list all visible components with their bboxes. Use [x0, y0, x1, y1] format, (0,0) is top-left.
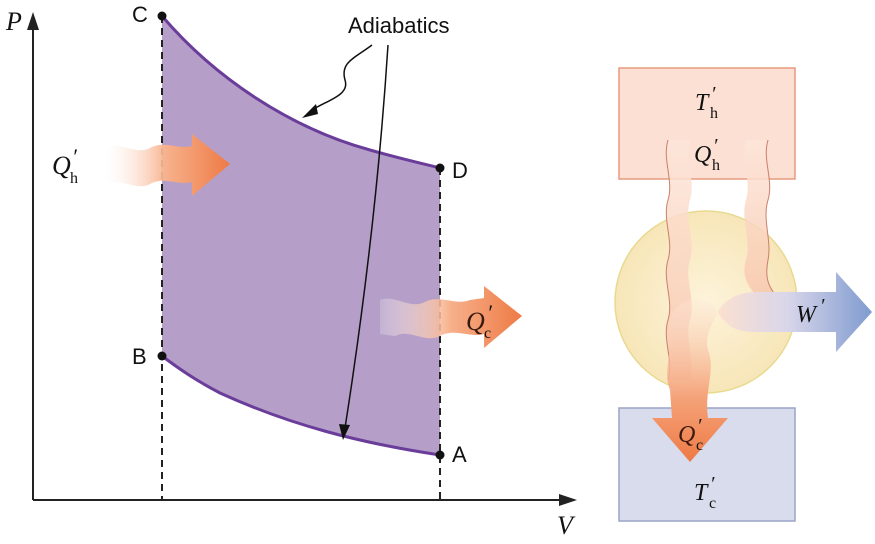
hot-heat-q: Q — [694, 142, 711, 168]
adiabatics-pointer-upper-head — [302, 104, 318, 118]
adiabatics-label: Adiabatics — [348, 13, 450, 38]
p-axis-arrowhead — [27, 12, 39, 30]
hot-reservoir-prime: ′ — [711, 83, 716, 105]
heat-in-sub: h — [70, 170, 78, 187]
heat-out-arrow — [380, 286, 522, 348]
point-c-label: C — [132, 2, 148, 27]
point-d-dot — [435, 163, 445, 173]
cold-heat-prime: ′ — [697, 415, 702, 437]
hot-heat-prime: ′ — [713, 135, 718, 157]
hot-stream-left-edge — [665, 139, 671, 381]
adiabatics-pointer-lower-head — [339, 424, 350, 440]
heat-in-arrow — [105, 134, 230, 196]
point-a-dot — [435, 450, 445, 460]
hot-reservoir-sub: h — [710, 105, 718, 122]
heat-out-prime: ′ — [487, 300, 493, 325]
point-c-dot — [157, 11, 167, 21]
point-d-label: D — [452, 158, 468, 183]
cold-reservoir-t: T — [694, 480, 709, 506]
cold-reservoir-sub: c — [709, 495, 716, 512]
cold-reservoir-prime: ′ — [710, 473, 715, 495]
heat-in-prime: ′ — [72, 144, 78, 169]
adiabatics-pointer-lower — [344, 44, 389, 429]
point-b-dot — [157, 351, 167, 361]
work-arrow — [718, 272, 872, 352]
adiabatics-pointer-upper — [311, 44, 373, 111]
v-axis-arrowhead — [559, 494, 577, 506]
cold-heat-sub: c — [696, 437, 703, 454]
upper-adiabatic-curve — [160, 15, 441, 170]
heat-out-q: Q — [466, 307, 485, 336]
cold-heat-q: Q — [678, 422, 695, 448]
hot-stream-right-edge — [765, 139, 781, 301]
pv-diagram: P V C D B A Adiabatics Q h ′ Q c ′ — [5, 2, 577, 540]
heat-out-sub: c — [484, 325, 491, 342]
heat-in-q: Q — [52, 151, 71, 180]
point-a-label: A — [452, 442, 467, 467]
p-axis-label: P — [5, 7, 22, 36]
hot-heat-sub: h — [712, 157, 720, 174]
v-axis-label: V — [557, 511, 576, 540]
hot-reservoir-t: T — [695, 90, 710, 116]
cycle-region — [162, 16, 440, 455]
cold-heat-arrow — [652, 298, 728, 462]
work-w: W — [796, 302, 818, 328]
hot-stream-right — [744, 140, 780, 300]
engine-schematic: T h ′ Q h ′ T c ′ Q c ′ W ′ — [614, 67, 872, 522]
lower-adiabatic-curve — [161, 354, 441, 457]
work-prime: ′ — [820, 295, 825, 317]
point-b-label: B — [132, 344, 147, 369]
